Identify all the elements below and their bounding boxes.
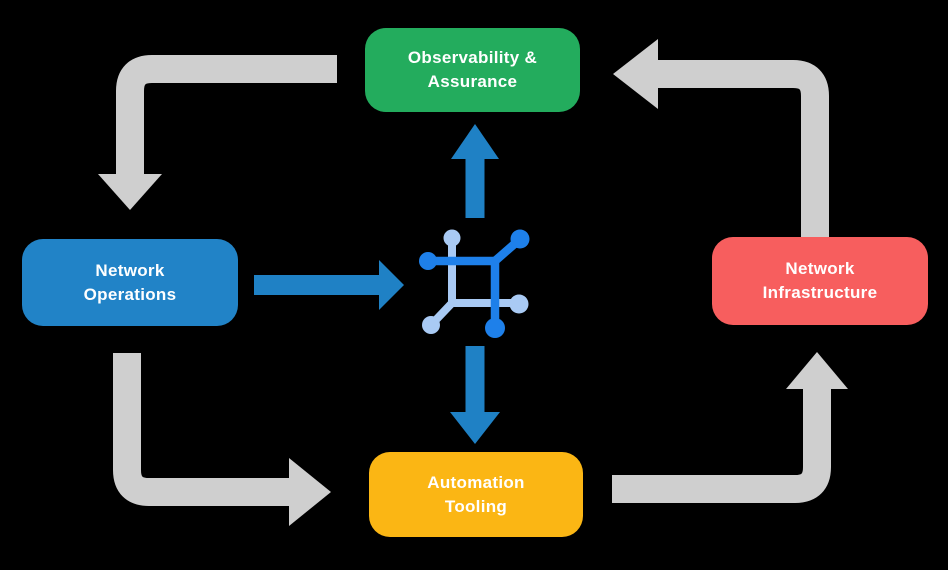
- arrow-infrastructure-to-observability: [613, 39, 829, 240]
- node-automation-tooling: Automation Tooling: [369, 452, 583, 537]
- arrow-automation-to-infrastructure: [612, 352, 848, 503]
- node-label-line: Tooling: [444, 496, 508, 516]
- node-network-infrastructure: Network Infrastructure: [712, 237, 928, 325]
- arrow-operations-to-automation: [113, 353, 331, 526]
- arrow-center-to-observability: [451, 124, 499, 218]
- node-label-line: Infrastructure: [762, 283, 878, 302]
- node-observability-assurance: Observability & Assurance: [365, 28, 580, 112]
- node-label-line: Operations: [83, 284, 177, 304]
- node-label-line: Observability &: [407, 48, 538, 67]
- node-network-operations: Network Operations: [22, 239, 238, 326]
- arrow-center-to-automation: [450, 346, 500, 444]
- node-label-line: Network: [785, 259, 855, 278]
- arrow-operations-to-center: [254, 260, 404, 310]
- node-label-line: Assurance: [427, 72, 518, 91]
- node-label-line: Network: [95, 260, 165, 280]
- arrow-observability-to-operations: [98, 55, 337, 210]
- node-label-line: Automation: [427, 472, 525, 492]
- network-mesh-icon: [419, 229, 530, 338]
